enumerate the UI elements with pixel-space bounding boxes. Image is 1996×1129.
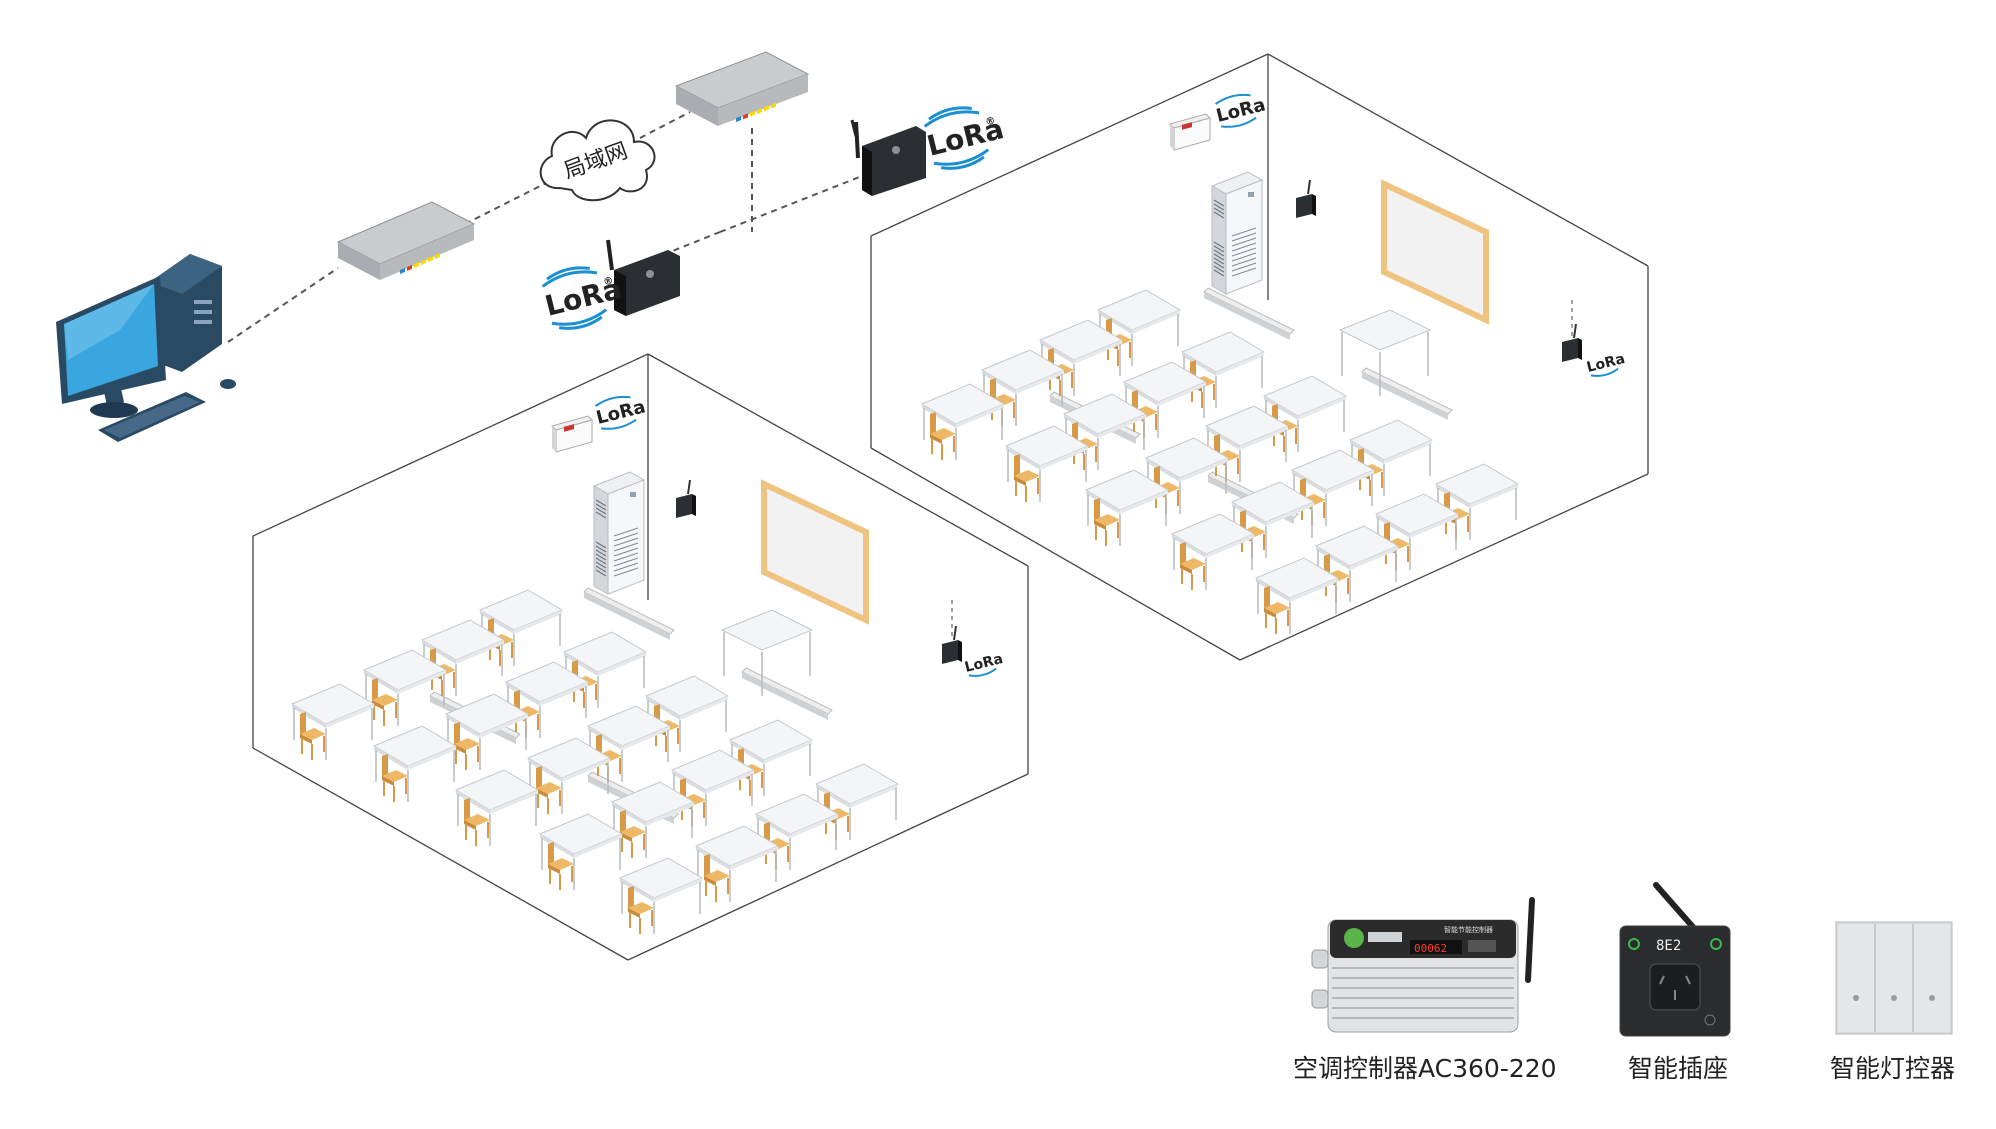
network-switch-right-icon: [674, 51, 810, 126]
ac-controller-label: 空调控制器AC360-220: [1293, 1054, 1557, 1083]
svg-text:LoRa: LoRa: [963, 651, 1005, 676]
lan-cloud-icon: 局域网: [539, 119, 656, 202]
lora-logo-lower: LoRa ®: [542, 266, 625, 330]
svg-text:00062: 00062: [1414, 942, 1447, 955]
ac-controller-box-icon: 智能节能控制器 00062: [1311, 897, 1535, 1033]
svg-text:®: ®: [984, 115, 996, 128]
classroom-left: LoRa LoRa: [252, 353, 1029, 961]
svg-text:8E2: 8E2: [1656, 938, 1681, 954]
smart-light-label: 智能灯控器: [1830, 1054, 1955, 1083]
lora-gateway-upper-icon: [850, 119, 926, 196]
svg-text:LoRa: LoRa: [1585, 351, 1627, 376]
network-switch-left-icon: [336, 201, 476, 280]
lora-gateway-lower-icon: [606, 239, 680, 316]
svg-text:智能节能控制器: 智能节能控制器: [1444, 925, 1493, 934]
lora-logo-upper: LoRa ®: [924, 106, 1007, 170]
smart-socket-label: 智能插座: [1628, 1054, 1728, 1083]
smart-socket-icon: 8E2: [1619, 882, 1731, 1037]
computer-icon: [56, 254, 236, 442]
triple-switch-panel-icon: [1835, 921, 1953, 1035]
svg-text:®: ®: [602, 275, 614, 288]
